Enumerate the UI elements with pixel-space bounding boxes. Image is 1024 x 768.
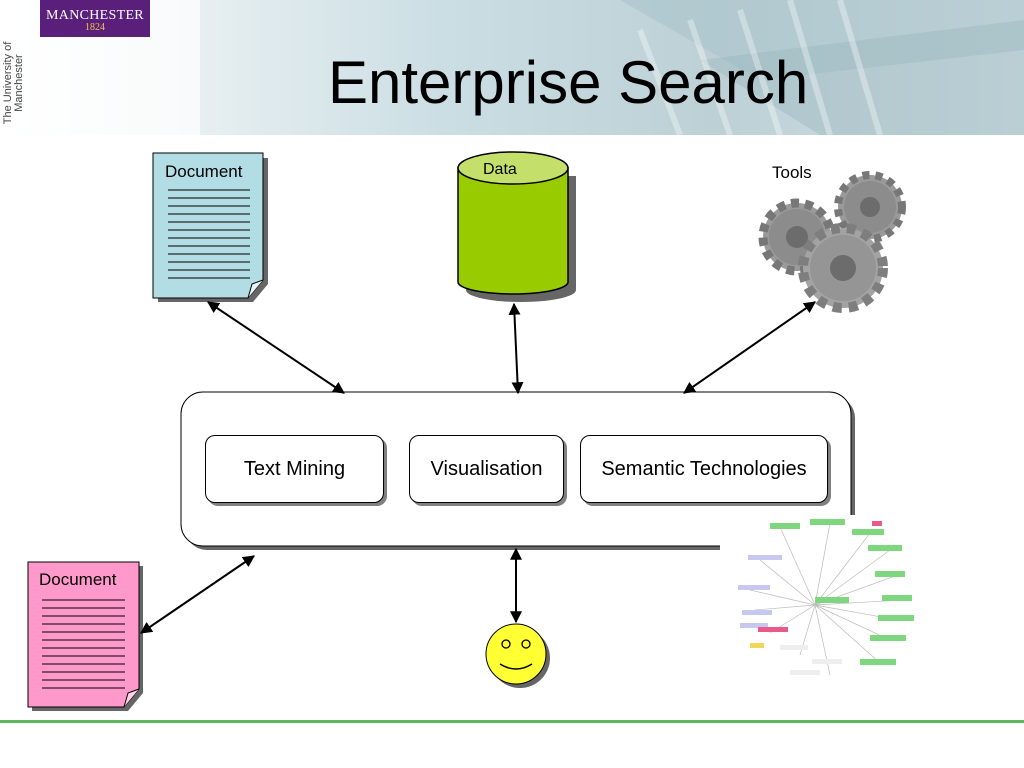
database-icon [457, 151, 576, 302]
top-document-label: Document [165, 162, 243, 181]
header-background [0, 0, 1024, 135]
gears-icon [758, 171, 906, 313]
logo-text: MANCHESTER [46, 8, 144, 23]
document-icon-bottom [27, 561, 143, 711]
arrow-tools-hub [683, 301, 816, 394]
visualisation-box: Visualisation [409, 435, 564, 503]
semantic-technologies-box: Semantic Technologies [580, 435, 828, 503]
page-title: Enterprise Search [328, 49, 809, 116]
logo-year: 1824 [85, 22, 105, 33]
footer-line [0, 720, 1024, 723]
arrow-data-hub [508, 302, 524, 395]
bottom-document-label: Document [39, 570, 117, 589]
arrow-hub-document [140, 555, 255, 634]
university-logo: MANCHESTER 1824 [40, 0, 150, 37]
tools-label: Tools [772, 163, 812, 182]
document-icon-top [152, 152, 268, 302]
mindmap-image [720, 515, 925, 690]
text-mining-box: Text Mining [205, 435, 384, 503]
arrow-document-hub [207, 301, 345, 394]
smiley-icon [485, 623, 550, 688]
data-label: Data [483, 161, 517, 178]
